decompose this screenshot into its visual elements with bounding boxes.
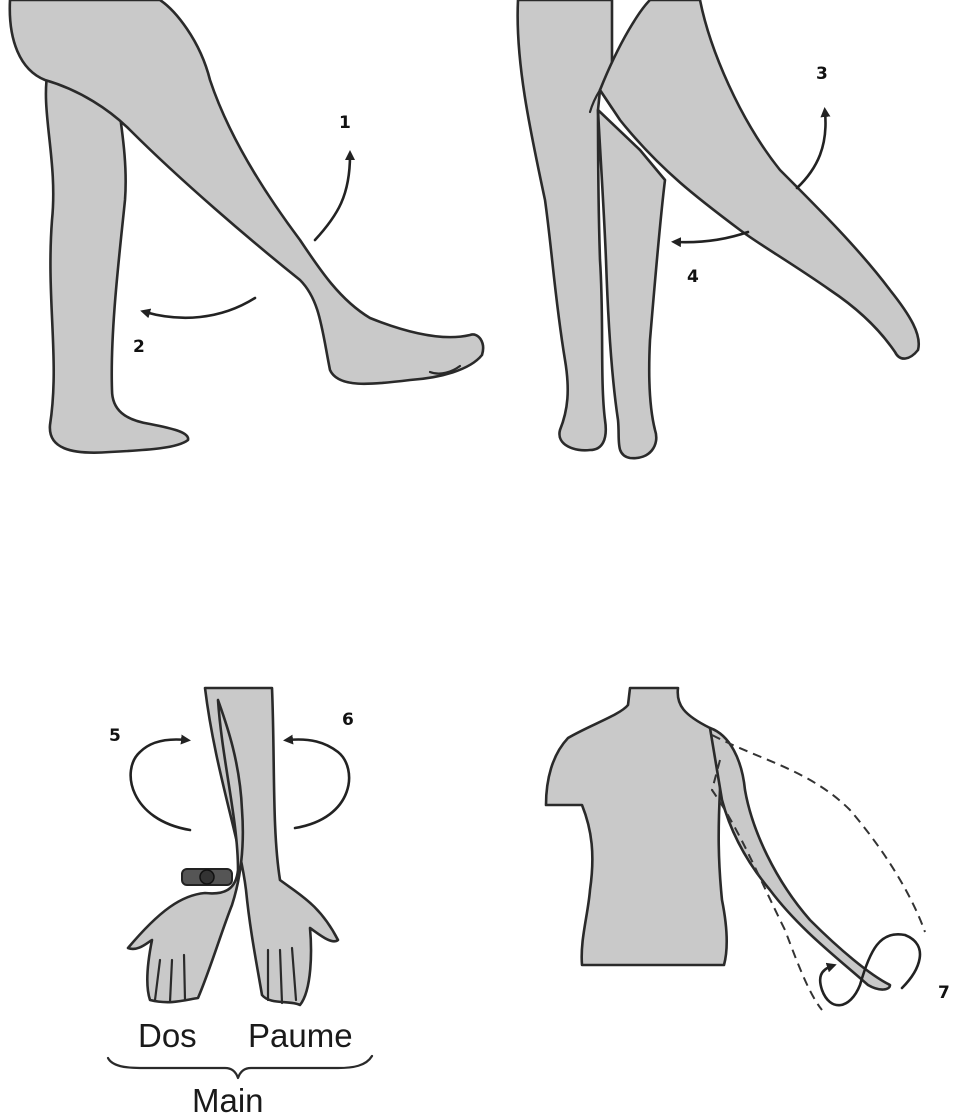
label-6: 6 (342, 710, 354, 730)
extension-arrow (145, 298, 255, 318)
label-1: 1 (339, 113, 351, 133)
supination-arrow (288, 740, 349, 829)
pelvis-left-leg (518, 0, 612, 450)
abduction-arrow (797, 112, 826, 188)
label-7: 7 (938, 983, 950, 1003)
torso (546, 688, 727, 965)
forearms-figure (128, 688, 338, 1005)
leg-side-figure (10, 0, 483, 453)
label-main: Main (192, 1082, 264, 1117)
watch-face-icon (200, 870, 214, 884)
label-5: 5 (109, 726, 121, 746)
label-paume: Paume (248, 1017, 353, 1054)
leg-front-figure (518, 0, 919, 458)
moving-arm (710, 728, 890, 990)
forearm-back (128, 700, 243, 1002)
right-standing-leg (598, 110, 665, 458)
pronation-arrow (131, 740, 190, 831)
flexion-arrow (315, 155, 350, 240)
torso-figure (546, 688, 890, 990)
adduction-arrow (676, 232, 748, 242)
label-4: 4 (687, 267, 699, 287)
label-2: 2 (133, 337, 145, 357)
label-3: 3 (816, 64, 828, 84)
main-brace (108, 1056, 372, 1078)
label-dos: Dos (138, 1017, 197, 1054)
